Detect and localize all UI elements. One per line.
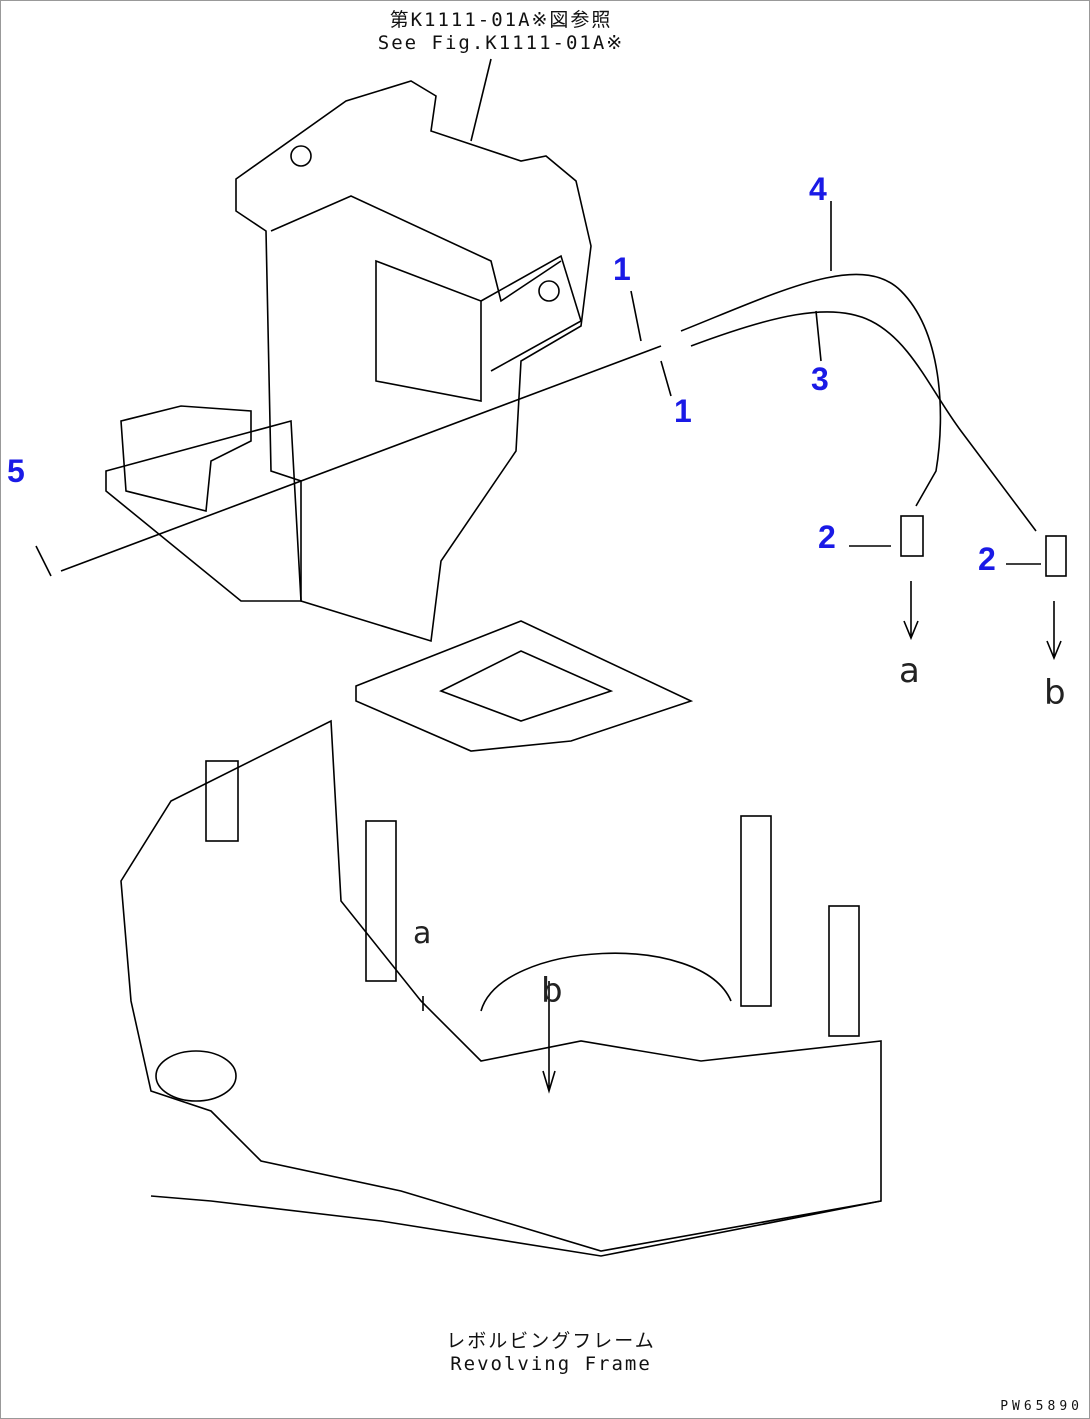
- frame-letter-b: b: [541, 971, 563, 1011]
- callout-2-left: 2: [818, 519, 836, 555]
- callout-5: 5: [7, 453, 25, 489]
- frame-label: レボルビングフレーム Revolving Frame: [401, 1326, 701, 1375]
- callout-3: 3: [811, 361, 829, 397]
- callout-1-upper: 1: [613, 251, 631, 287]
- flow-letter-a: a: [899, 651, 920, 691]
- drawing-code: PW65890: [1000, 1399, 1083, 1414]
- callout-1-lower: 1: [674, 393, 692, 429]
- fittings: [849, 515, 1067, 661]
- hoses: [60, 273, 1037, 572]
- reference-en: See Fig.K1111-01A※: [377, 32, 625, 54]
- reference-jp: 第K1111-01A※図参照: [389, 9, 613, 31]
- cab-support-bracket: [235, 80, 592, 643]
- frame-label-jp: レボルビングフレーム: [446, 1330, 656, 1352]
- frame-letter-a: a: [413, 916, 432, 951]
- frame-label-en: Revolving Frame: [450, 1353, 652, 1375]
- revolving-frame: [120, 719, 882, 1257]
- leader-lines: [35, 58, 832, 577]
- flow-letter-b: b: [1044, 673, 1066, 713]
- mount-plate: [105, 405, 694, 752]
- callout-4: 4: [809, 171, 827, 207]
- callout-2-right: 2: [978, 541, 996, 577]
- reference-note: 第K1111-01A※図参照 See Fig.K1111-01A※: [361, 5, 641, 54]
